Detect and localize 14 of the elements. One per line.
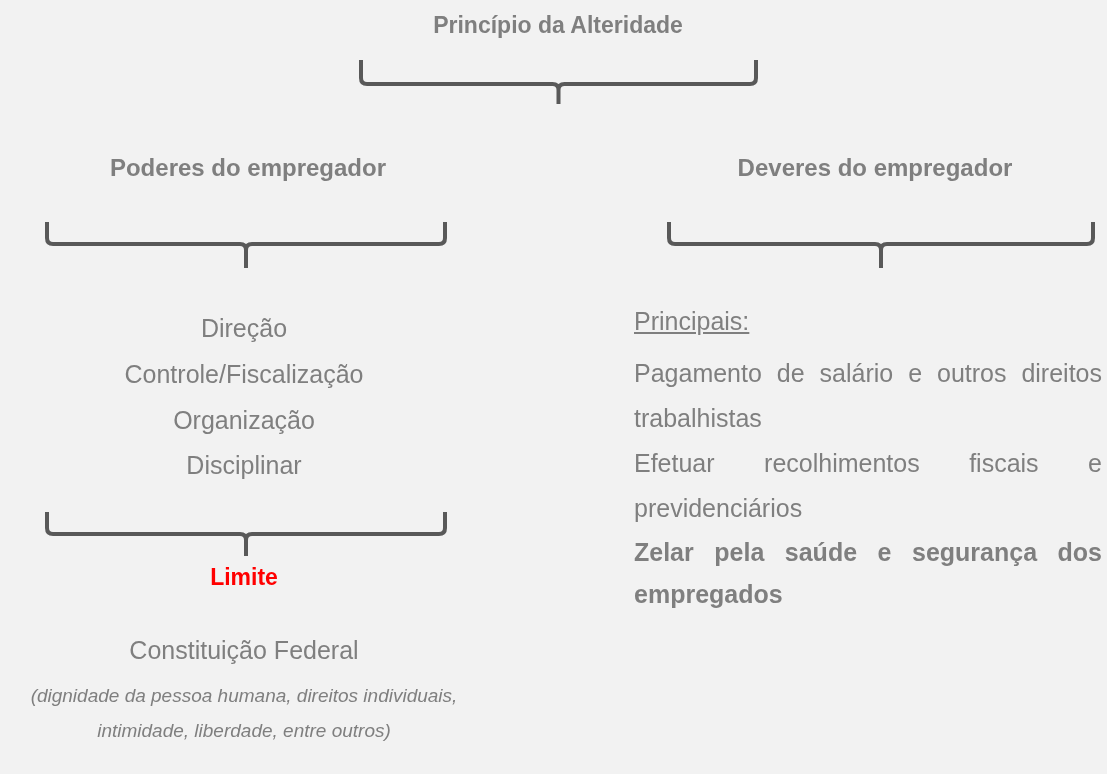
list-item: Zelar pela saúde e segurança dos empregados bbox=[634, 537, 1102, 610]
list-item: Disciplinar bbox=[185, 450, 303, 480]
list-item: Efetuar recolhimentos fiscais e previdenciários bbox=[634, 448, 1102, 524]
list-item: Direção bbox=[199, 313, 289, 343]
title: Princípio da Alteridade bbox=[432, 12, 684, 40]
list-item: Pagamento de salário e outros direitos trabalhistas bbox=[634, 358, 1102, 434]
heading: Deveres do empregador bbox=[736, 154, 1014, 183]
limit-heading: Limite bbox=[209, 564, 279, 592]
body-text: Constituição Federal bbox=[128, 635, 360, 665]
heading: Poderes do empregador bbox=[108, 154, 388, 183]
subheading: Principais: bbox=[634, 306, 751, 336]
list-item: Organização bbox=[172, 405, 316, 435]
list-item: Controle/Fiscalização bbox=[123, 359, 365, 389]
note: (dignidade da pessoa humana, direitos individuais, intimidade, liberdade, entre outros) bbox=[29, 684, 459, 743]
